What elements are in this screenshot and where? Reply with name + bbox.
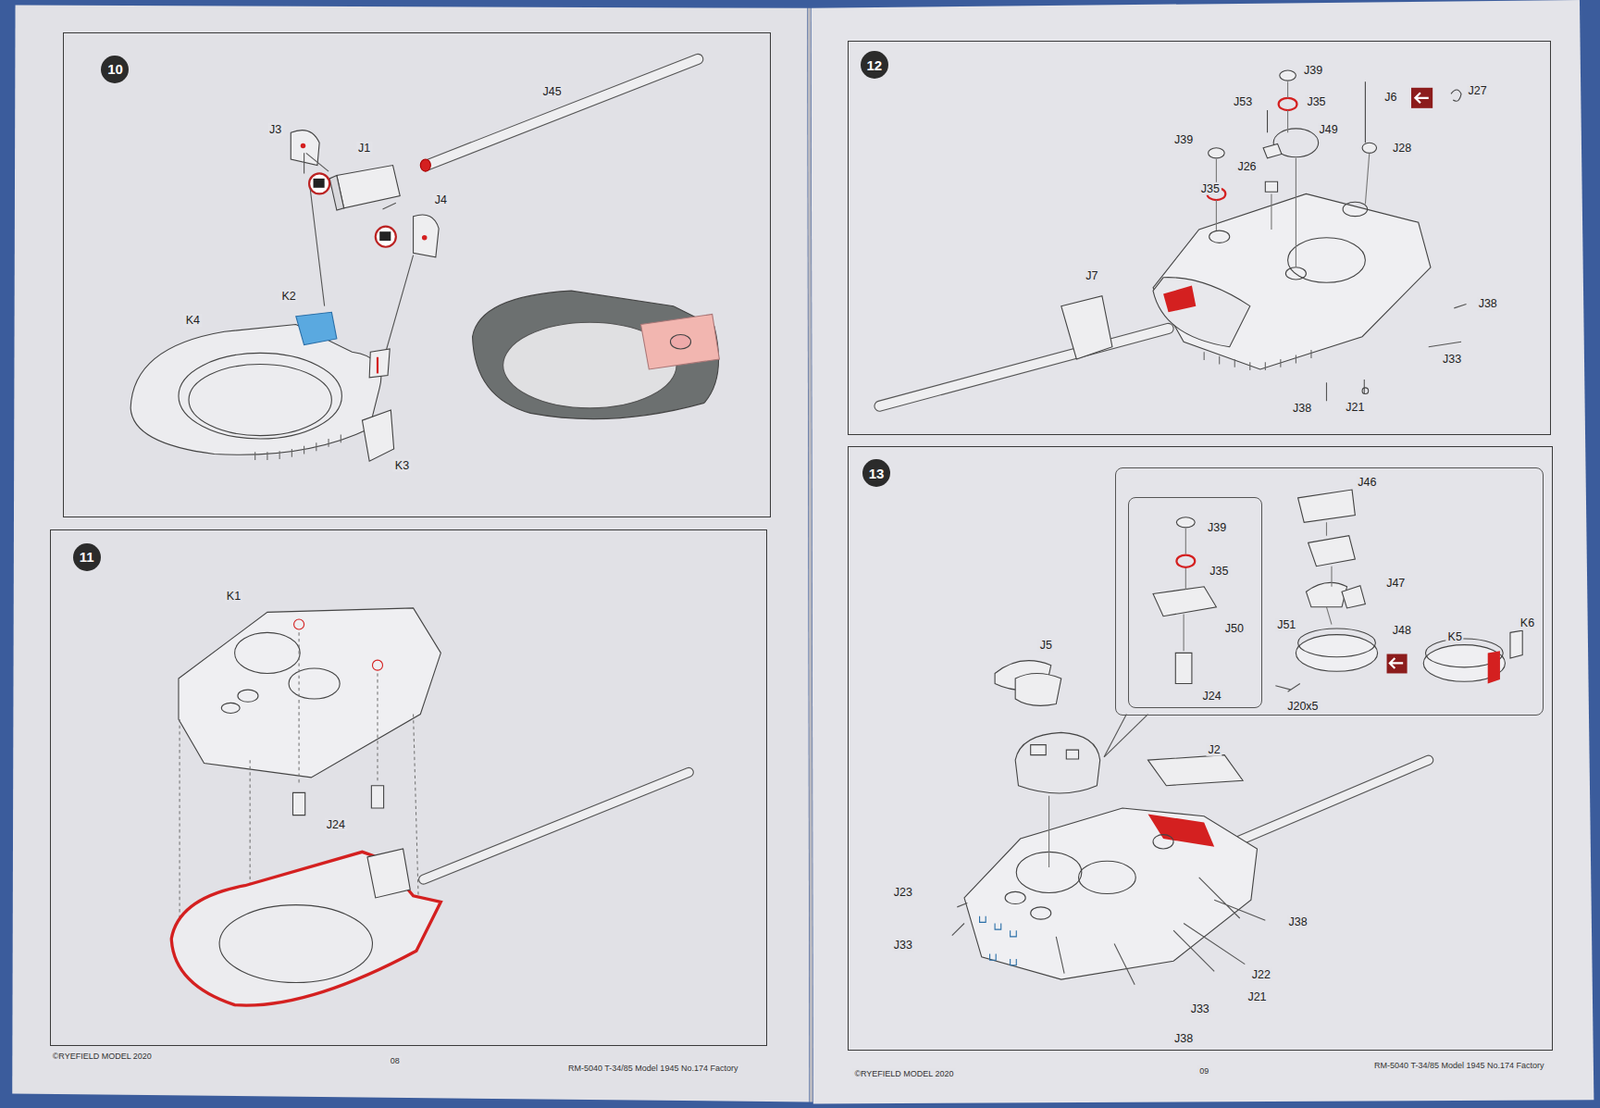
part-number: J38 — [1290, 401, 1314, 415]
part-number: J21 — [1343, 400, 1366, 414]
page-footer: RM-5040 T-34/85 Model 1945 No.174 Factor… — [1372, 1060, 1546, 1070]
part-number: J50 — [1223, 620, 1246, 634]
part-number: J38 — [1287, 915, 1310, 929]
page-footer: RM-5040 T-34/85 Model 1945 No.174 Factor… — [566, 1063, 740, 1073]
part-number: J39 — [1302, 63, 1325, 77]
part-number: K3 — [393, 458, 411, 472]
part-number: J53 — [1231, 95, 1254, 109]
part-number: J22 — [1250, 967, 1273, 980]
part-number: J26 — [1235, 159, 1258, 173]
step-number: 11 — [73, 543, 101, 571]
step-number: 13 — [862, 458, 891, 487]
part-number: J23 — [892, 885, 915, 899]
part-number: J47 — [1384, 576, 1407, 590]
part-number: J7 — [1083, 268, 1100, 282]
part-number: K1 — [224, 589, 243, 603]
part-number: J46 — [1355, 475, 1378, 489]
part-number: J4 — [433, 193, 449, 207]
part-number: J45 — [540, 85, 563, 99]
part-number: J38 — [1172, 1031, 1195, 1045]
step-number: 10 — [100, 55, 129, 84]
page-footer: ©RYEFIELD MODEL 2020 — [50, 1051, 154, 1061]
part-number: J6 — [1382, 90, 1399, 104]
part-number: J33 — [892, 937, 915, 951]
part-number: J28 — [1390, 141, 1414, 155]
part-number: J35 — [1304, 95, 1328, 109]
step-panel: 13J46J47J51 J48J20x5 K5 K6 J39J35J50J24 — [847, 446, 1553, 1052]
part-number: J1 — [356, 141, 373, 155]
step-number: 12 — [860, 50, 889, 79]
part-number: K2 — [279, 288, 298, 302]
part-number: K5 — [1446, 629, 1464, 643]
part-number: J3 — [267, 123, 284, 137]
part-number: J35 — [1199, 182, 1222, 196]
part-number: J2 — [1206, 743, 1223, 757]
part-number: J38 — [1476, 297, 1500, 311]
step-panel: 11 — [49, 529, 768, 1046]
part-number: J39 — [1205, 520, 1228, 534]
part-number: K4 — [184, 313, 202, 327]
detail-inset: J39J35J50J24 — [1128, 496, 1262, 708]
part-number: J35 — [1207, 564, 1230, 578]
part-number: J33 — [1440, 352, 1464, 366]
page-footer: ©RYEFIELD MODEL 2020 — [852, 1067, 956, 1078]
step-panel: 10 — [62, 32, 770, 518]
part-number: J33 — [1189, 1002, 1212, 1016]
part-number: J48 — [1390, 623, 1414, 637]
part-number: K6 — [1518, 616, 1537, 630]
page-footer: 09 — [1197, 1066, 1211, 1076]
page-footer: 08 — [388, 1055, 402, 1066]
part-number: J49 — [1317, 123, 1340, 137]
detail-inset: J46J47J51 J48J20x5 K5 K6 J39J35J50J24 — [1115, 467, 1544, 716]
part-number: J39 — [1172, 133, 1195, 147]
part-number: J51 — [1275, 618, 1298, 632]
part-number: J21 — [1245, 990, 1268, 1004]
part-number: J27 — [1466, 84, 1489, 98]
part-number: J5 — [1038, 637, 1055, 651]
part-number: J20x5 — [1285, 698, 1320, 712]
part-number: J24 — [1201, 689, 1224, 703]
step-panel: 12 — [847, 40, 1551, 435]
part-number: J24 — [324, 817, 348, 831]
